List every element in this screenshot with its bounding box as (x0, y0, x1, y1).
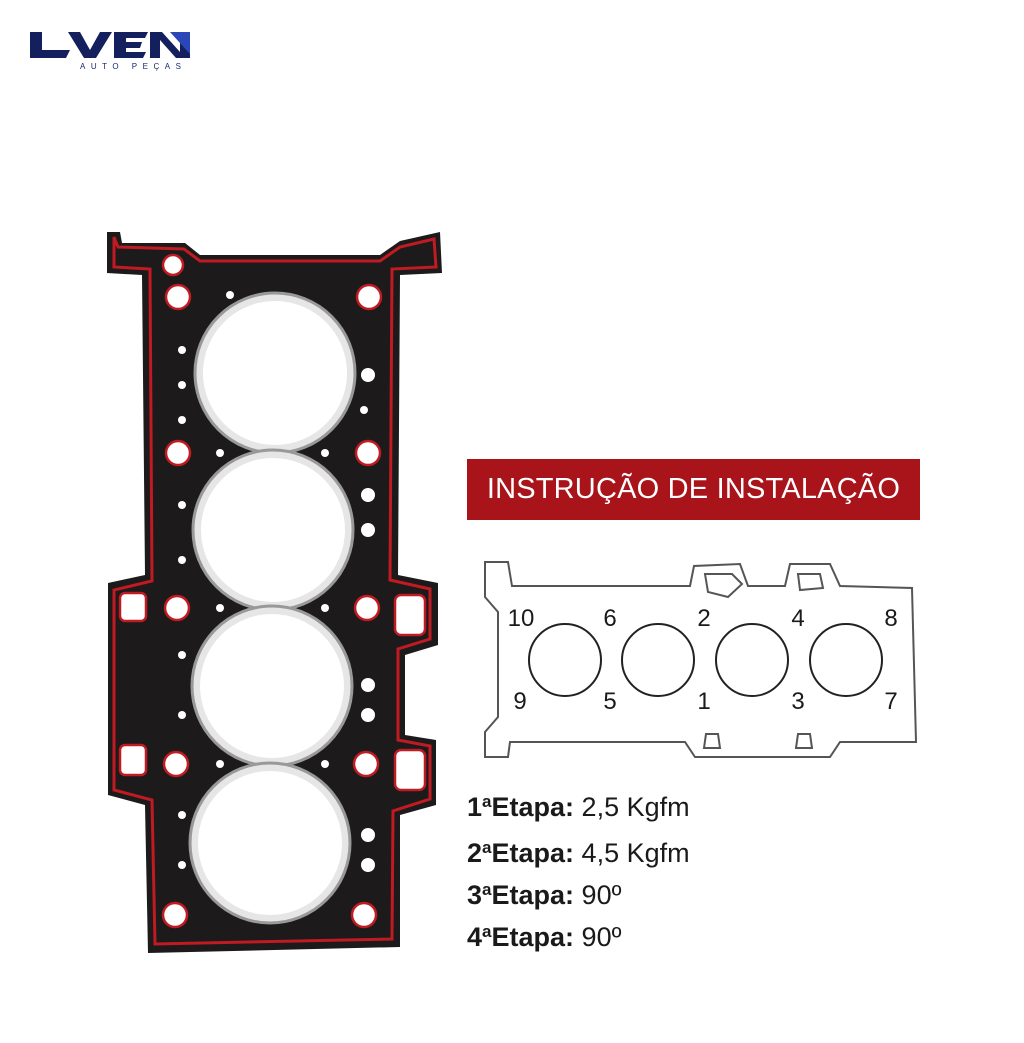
head-gasket-image (107, 232, 442, 953)
lven-logo (30, 32, 190, 58)
step-1: 1aEtapa: 2,5 Kgfm (467, 792, 690, 822)
step-3: 3aEtapa: 90º (467, 880, 622, 910)
step-2: 2aEtapa: 4,5 Kgfm (467, 838, 690, 868)
bolt-number: 4 (791, 605, 805, 632)
bolt-number: 1 (697, 688, 711, 715)
bolt-number: 7 (884, 688, 898, 715)
bolt-number: 9 (513, 688, 527, 715)
bolt-number: 10 (507, 605, 535, 632)
bolt-number: 5 (603, 688, 617, 715)
installation-instructions-banner: INSTRUÇÃO DE INSTALAÇÃO (467, 459, 920, 520)
bolt-number: 2 (697, 605, 711, 632)
logo-subtitle: AUTO PEÇAS (80, 62, 187, 71)
bolt-number: 8 (884, 605, 898, 632)
bolt-number: 3 (791, 688, 805, 715)
bolt-number: 6 (603, 605, 617, 632)
tightening-sequence-diagram (484, 561, 918, 758)
step-4: 4aEtapa: 90º (467, 922, 622, 952)
